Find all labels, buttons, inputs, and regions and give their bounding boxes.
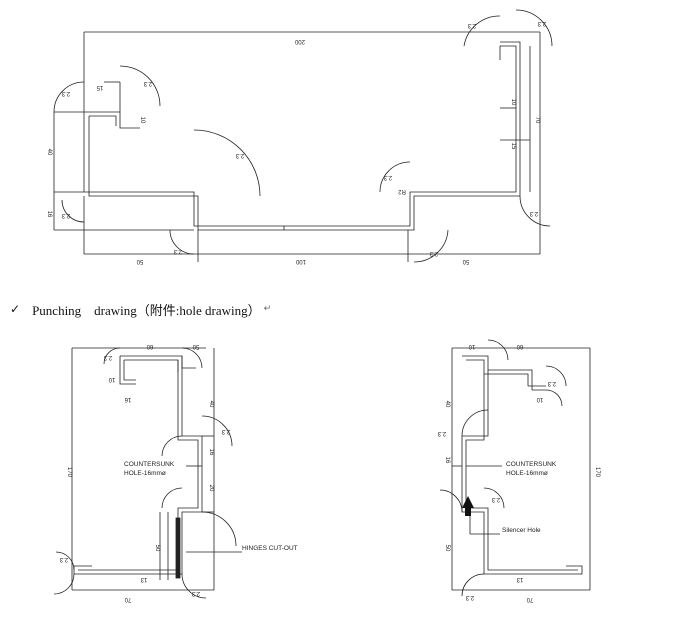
top-drawing-dimension-text: 200 50 100 50 40 16 70 10 15 15 10 2.3 2… [46, 20, 546, 264]
dim-radius-4: 2.3 [61, 212, 70, 218]
dim-radius-5: 2.3 [173, 248, 182, 254]
right-profile-outer [461, 355, 583, 575]
top-radius-arc-2 [119, 65, 161, 107]
check-icon: ✓ [10, 302, 21, 316]
left-dim-top-60: 60 [146, 343, 153, 349]
caption-text: Punching drawing（附件:hole drawing） [32, 302, 261, 318]
return-icon: ↵ [263, 304, 272, 314]
hinges-cutout-label: HINGES CUT-OUT [242, 545, 298, 552]
dim-bottom-left: 50 [136, 258, 143, 264]
dim-notch-top: 15 [96, 84, 103, 90]
right-dim-radius-3: 2.3 [491, 496, 500, 502]
top-frame-profile-drawing [53, 9, 553, 263]
top-radius-arc-8 [463, 15, 501, 47]
dim-lip-depth: 10 [139, 117, 145, 124]
dim-bottom-mid: 100 [295, 258, 306, 264]
right-countersunk-label-line-1: COUNTERSUNK [506, 461, 557, 468]
dim-overall-width: 200 [294, 38, 305, 44]
dim-radius-9: 2.3 [537, 20, 546, 26]
right-drawing-dimension-text: 10 60 170 40 16 10 50 13 70 2.3 2.3 2.3 … [437, 343, 600, 602]
right-countersunk-label-line-2: HOLE-16mmø [506, 470, 548, 477]
left-profile-step [177, 356, 196, 372]
dim-radius-8: 2.3 [467, 22, 476, 28]
dim-radius-2: 2.3 [143, 80, 152, 86]
right-dim-inner-40: 40 [444, 401, 450, 408]
top-radius-arc-4 [61, 199, 85, 223]
dim-left-upper: 40 [46, 149, 52, 156]
right-dim-height: 170 [594, 467, 600, 478]
right-dim-top-10: 10 [468, 343, 475, 349]
countersunk-label-line-2: HOLE-16mmø [124, 470, 166, 477]
right-dim-inner-16: 16 [444, 457, 450, 464]
top-radius-arc-5 [169, 229, 195, 255]
left-dim-inner-40: 40 [208, 401, 214, 408]
left-dim-radius-2: 2.3 [221, 428, 230, 434]
left-dim-mid: 50 [154, 545, 160, 552]
left-dim-radius-1: 2.3 [103, 354, 112, 360]
dim-radius-3: 2.3 [383, 174, 392, 180]
right-dim-lip: 10 [536, 396, 543, 402]
left-dim-lip: 10 [108, 376, 115, 382]
left-dim-radius-4: 2.3 [191, 590, 200, 596]
right-dim-radius-4: 2.3 [465, 594, 474, 600]
left-dim-low: 13 [140, 576, 147, 582]
left-dim-inner-16: 16 [208, 449, 214, 456]
right-dim-mid: 50 [444, 545, 450, 552]
countersunk-label-line-1: COUNTERSUNK [124, 461, 175, 468]
right-silencer-profile-drawing [439, 339, 591, 597]
top-profile-lip [84, 111, 140, 129]
top-radius-arc-big [193, 129, 261, 197]
left-hinge-profile-drawing [53, 347, 242, 599]
left-dim-inner-20: 20 [208, 485, 214, 492]
hinge-cutout [175, 517, 181, 579]
right-dim-radius-2: 2.3 [437, 430, 446, 436]
left-dim-top-50: 50 [192, 343, 199, 349]
top-radius-arc-3 [379, 161, 411, 193]
left-dim-radius-3: 2.3 [59, 556, 68, 562]
top-radius-arc-6 [413, 229, 449, 263]
dim-right-mid: 15 [510, 143, 516, 150]
top-profile-inner [88, 41, 521, 231]
dim-radius-big: 2.3 [235, 152, 244, 158]
right-profile-lip [528, 385, 546, 391]
dim-right-lip: 10 [510, 99, 516, 106]
right-dim-bottom: 70 [526, 596, 533, 602]
right-dim-low: 13 [516, 576, 523, 582]
dim-radius-1: 2.3 [61, 90, 70, 96]
right-dim-radius-1: 2.3 [547, 380, 556, 386]
caption-row: ✓ Punching drawing（附件:hole drawing） ↵ [10, 299, 271, 319]
right-dim-top-60: 60 [516, 343, 523, 349]
top-radius-arc-7 [519, 195, 551, 227]
silencer-hole-label: Silencer Hole [502, 527, 541, 534]
top-radius-arc-9 [515, 9, 553, 47]
dim-bottom-right: 50 [462, 258, 469, 264]
left-dim-bottom: 70 [124, 596, 131, 602]
dim-radius-label: R2 [398, 188, 406, 194]
top-radius-arc-1 [53, 81, 85, 113]
left-dim-side: 16 [124, 396, 131, 402]
left-profile-lip [119, 356, 136, 385]
dim-radius-6: 2.3 [429, 250, 438, 256]
top-profile-outer [83, 45, 517, 227]
left-dim-height: 170 [66, 467, 72, 478]
dim-radius-7: 2.3 [529, 210, 538, 216]
dim-right-height: 70 [534, 117, 540, 124]
dim-left-lower: 16 [46, 211, 52, 218]
left-drawing-dimension-text: 60 50 170 40 16 20 10 16 50 13 70 2.3 2.… [59, 343, 297, 602]
silencer-hole-arrow [462, 496, 474, 516]
